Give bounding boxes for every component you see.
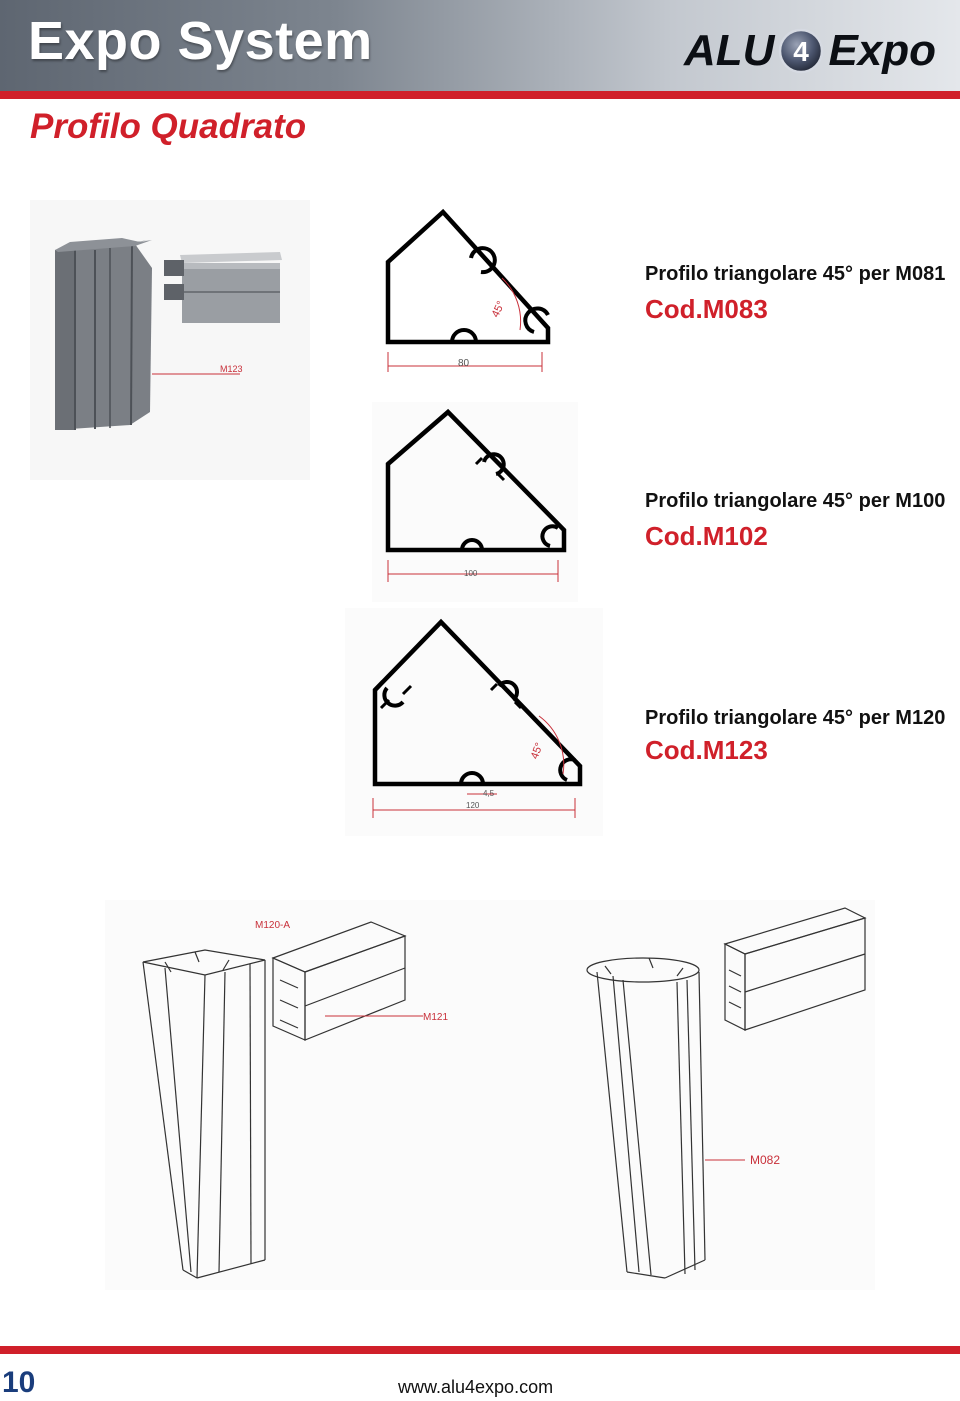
profile-3-code: Cod.M123	[645, 735, 768, 765]
profile-3-small-dimension: 4,5	[483, 789, 495, 798]
assembly-wireframe-drawing: M120-A M121 M082	[105, 900, 875, 1290]
profile-3-angle: 45°	[529, 741, 546, 761]
brand-title: Expo System	[28, 11, 373, 71]
logo-text-left: ALU	[684, 26, 775, 75]
profile-2-description: Profilo triangolare 45° per M100	[645, 490, 946, 512]
profile-2-dimension: 100	[464, 569, 478, 578]
page-number: 10	[2, 1366, 36, 1399]
profile-m102-section-drawing: 100	[372, 402, 578, 602]
profile-1-dimension: 80	[458, 358, 470, 369]
logo-badge-digit: 4	[794, 36, 810, 67]
profile-3-description: Profilo triangolare 45° per M120	[645, 707, 946, 729]
profile-1-description: Profilo triangolare 45° per M081	[645, 263, 946, 285]
profile-1-angle: 45°	[490, 299, 508, 319]
profile-m123-section-drawing: 45° 4,5 120	[345, 608, 603, 836]
page-heading: Profilo Quadrato	[30, 107, 307, 146]
header-rule	[0, 91, 960, 99]
profile-3-dimension: 120	[466, 801, 480, 810]
frame-left-label: M120-A	[255, 920, 290, 931]
profile-2-code: Cod.M102	[645, 521, 768, 551]
website-link[interactable]: www.alu4expo.com	[398, 1377, 554, 1397]
logo-text-right: Expo	[828, 26, 937, 75]
m123-render-image: M123	[30, 200, 310, 480]
alu4expo-logo: ALU 4 Expo	[684, 24, 936, 78]
footer-rule	[0, 1346, 960, 1354]
profile-1-code: Cod.M083	[645, 294, 768, 324]
render-callout-label: M123	[220, 364, 243, 374]
logo-badge-icon: 4	[779, 28, 824, 74]
profile-m083-section-drawing: 45° 80	[385, 208, 551, 372]
frame-left-side-label: M121	[423, 1012, 448, 1023]
frame-right-label: M082	[750, 1153, 780, 1167]
